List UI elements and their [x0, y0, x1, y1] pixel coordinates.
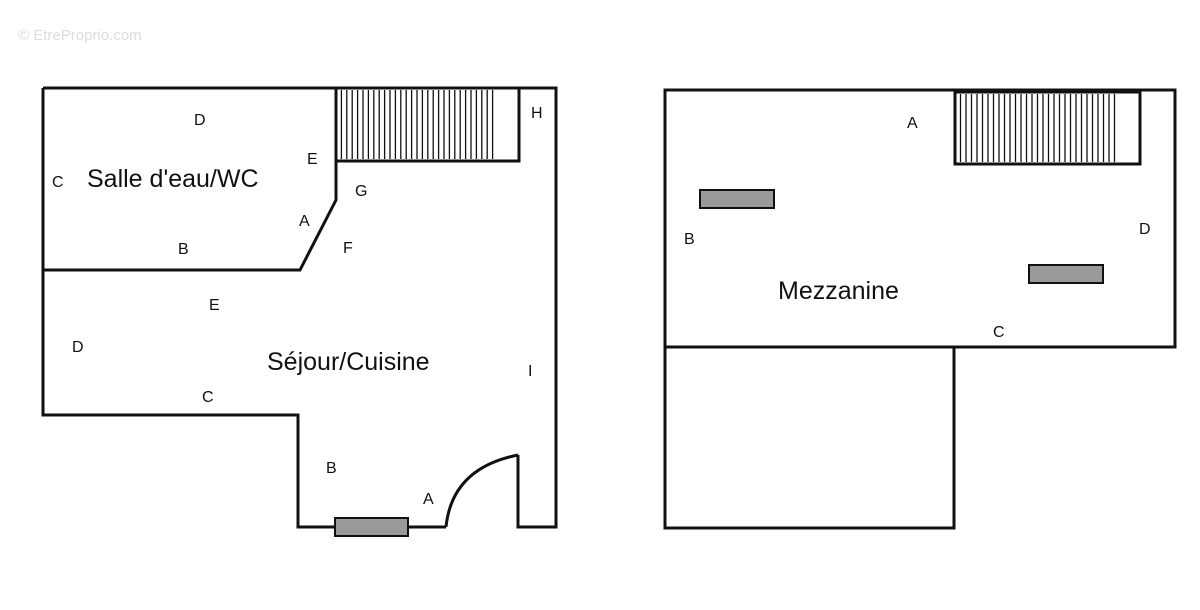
marker-salle-a: A: [299, 213, 310, 230]
mezzanine-staircase-outline: [953, 90, 1142, 166]
marker-sejour-d: D: [72, 339, 84, 356]
entrance-door-swing: [444, 453, 519, 528]
marker-sejour-e: E: [209, 297, 220, 314]
mezzanine-void-outline: [663, 347, 956, 530]
marker-stair-h: H: [531, 105, 543, 122]
room-label-salle-eau: Salle d'eau/WC: [87, 165, 259, 193]
marker-salle-c: C: [52, 174, 64, 191]
marker-sejour-g: G: [355, 183, 367, 200]
marker-sejour-a: A: [423, 491, 434, 508]
marker-sejour-b: B: [326, 460, 337, 477]
ground-staircase-outline: [334, 86, 521, 163]
ground-staircase-steps: [340, 90, 494, 159]
marker-mezz-a: A: [907, 115, 918, 132]
marker-salle-d: D: [194, 112, 206, 129]
mezzanine-staircase-steps: [959, 94, 1116, 162]
mezzanine-outline: [663, 88, 1177, 349]
marker-mezz-c: C: [993, 324, 1005, 341]
marker-sejour-c: C: [202, 389, 214, 406]
marker-sejour-i: I: [528, 363, 532, 380]
room-label-mezzanine: Mezzanine: [778, 277, 899, 305]
ground-floor-plan: [41, 86, 558, 537]
watermark: © EtreProprio.com: [18, 27, 142, 44]
mezzanine-staircase: [953, 90, 1142, 166]
marker-mezz-b: B: [684, 231, 695, 248]
marker-salle-b: B: [178, 241, 189, 258]
room-label-sejour: Séjour/Cuisine: [267, 348, 430, 376]
mezzanine-plan: [663, 88, 1177, 530]
marker-mezz-d: D: [1139, 221, 1151, 238]
mezzanine-window-right: [1028, 264, 1104, 284]
marker-salle-e: E: [307, 151, 318, 168]
ground-window: [334, 517, 409, 537]
ground-staircase: [334, 86, 521, 163]
mezzanine-window-left: [699, 189, 775, 209]
marker-sejour-f: F: [343, 240, 353, 257]
ground-outer-wall-left: [41, 88, 335, 529]
